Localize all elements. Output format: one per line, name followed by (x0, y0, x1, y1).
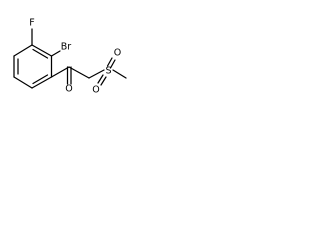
ring-double-bond-c2-c3 (32, 74, 49, 85)
ring-bond-c6-c1 (31, 44, 53, 57)
bond-sulfur-to-methyl (112, 69, 127, 79)
structure-canvas: F Br O S O O (0, 0, 152, 152)
bond-carbonyl-to-methylene (68, 66, 90, 79)
atom-label-sulfur: S (105, 66, 111, 77)
bond-sulfur-oxygen-lower-1 (97, 74, 104, 84)
bond-ring-to-carbonyl (50, 66, 70, 78)
atom-label-sulfonyl-oxygen-upper: O (114, 48, 121, 59)
ring-bond-c5-c6 (13, 44, 33, 57)
bond-methylene-to-sulfur (88, 69, 105, 79)
bond-sulfur-oxygen-upper-1 (106, 57, 113, 67)
ring-bond-c2-c3 (31, 76, 53, 89)
atom-label-fluorine: F (29, 18, 34, 29)
atom-label-sulfonyl-oxygen-lower: O (92, 85, 99, 96)
bond-sulfur-oxygen-lower-2 (100, 76, 107, 86)
atom-label-carbonyl-oxygen: O (65, 84, 72, 95)
ring-bond-c3-c4 (13, 76, 33, 89)
molecule-structure-drawing: F Br O S O O (13, 18, 127, 96)
atom-label-bromine: Br (61, 42, 72, 53)
bond-sulfur-oxygen-upper-2 (109, 59, 116, 69)
bond-ring-to-bromine (50, 50, 61, 57)
ring-double-bond-c6-c1 (32, 48, 49, 59)
benzene-ring (13, 44, 53, 89)
